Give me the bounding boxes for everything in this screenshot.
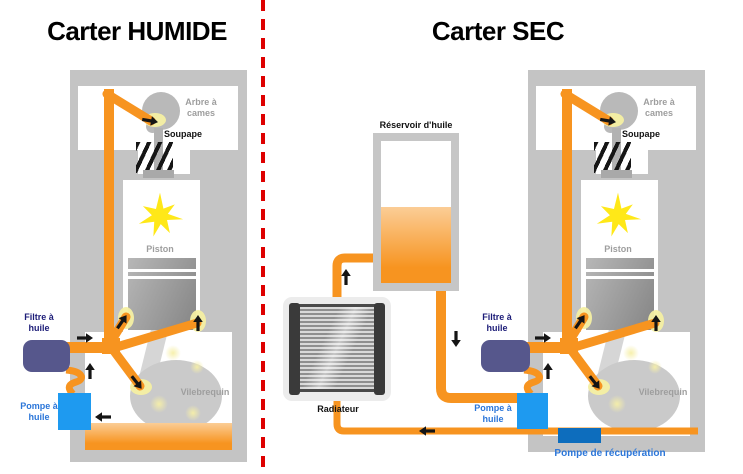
- radiator-sheen: [299, 307, 375, 389]
- oil-pump-label-left: Pompe à huile: [20, 401, 58, 422]
- oil-reservoir-oil-level: [381, 207, 451, 283]
- combustion-star: [138, 192, 184, 237]
- oil-circuit-right: [523, 89, 664, 397]
- oil-pump-right: [517, 393, 548, 429]
- camshaft-label: Arbre à cames: [643, 97, 675, 118]
- piston-ring: [128, 276, 196, 279]
- oil-reservoir: [373, 133, 459, 291]
- piston-label: Piston: [146, 244, 174, 254]
- oil-splash-dot: [190, 360, 204, 374]
- flow-arrow-icon: [451, 331, 461, 347]
- oil-splash-dot: [165, 345, 181, 361]
- oil-splash-dot: [608, 395, 626, 413]
- flow-arrow-icon: [95, 412, 111, 422]
- crankshaft: [130, 360, 222, 432]
- oil-pump-left: [58, 393, 91, 430]
- piston-ring: [586, 276, 654, 279]
- divider-dashed-line: [261, 0, 265, 474]
- oil-pump-label-right: Pompe à huile: [474, 403, 512, 424]
- left-panel-title: Carter HUMIDE: [47, 16, 227, 46]
- combustion-star: [596, 192, 642, 237]
- camshaft-label: Arbre à cames: [185, 97, 217, 118]
- scavenge-pump: [558, 428, 601, 443]
- radiator-side-tank: [374, 303, 385, 395]
- engine-right: Arbre à cames Soupape Piston Vilebrequin: [528, 70, 705, 452]
- oil-reservoir-interior: [381, 141, 451, 283]
- flow-arrow-icon: [341, 269, 351, 285]
- radiator: [283, 297, 391, 401]
- right-panel-title: Carter SEC: [431, 16, 565, 46]
- crankshaft-label: Vilebrequin: [638, 387, 688, 397]
- radiator-label: Radiateur: [317, 404, 359, 414]
- piston: [128, 258, 196, 330]
- valve-spring: [136, 142, 173, 173]
- piston-label: Piston: [604, 244, 632, 254]
- sump-oil-pool: [85, 423, 232, 450]
- oil-reservoir-label: Réservoir d'huile: [379, 120, 453, 130]
- oil-splash-dot: [150, 395, 168, 413]
- crankshaft-label: Vilebrequin: [180, 387, 230, 397]
- piston: [586, 258, 654, 330]
- valve-label: Soupape: [164, 129, 203, 139]
- piston-ring: [128, 269, 196, 272]
- radiator-core: [299, 304, 375, 392]
- valve-seat: [143, 170, 174, 178]
- valve-label: Soupape: [622, 129, 661, 139]
- radiator-side-tank: [289, 303, 300, 395]
- oil-filter-label-right: Filtre à huile: [482, 312, 512, 333]
- oil-circuit-left: [65, 89, 206, 422]
- dry-sump-external-circuit: [332, 253, 698, 436]
- oil-splash-dot: [623, 345, 639, 361]
- oil-filter-label-left: Filtre à huile: [24, 312, 54, 333]
- oil-splash-dot: [185, 405, 201, 421]
- oil-filter-left: [23, 340, 70, 372]
- valve-spring: [594, 142, 631, 173]
- flow-arrow-icon: [535, 333, 551, 343]
- oil-filter-right: [481, 340, 530, 372]
- crankshaft: [588, 360, 680, 432]
- oil-splash-dot: [648, 360, 662, 374]
- scavenge-pump-label: Pompe de récupération: [554, 448, 666, 459]
- piston-ring: [586, 269, 654, 272]
- flow-arrow-icon: [77, 333, 93, 343]
- valve-seat: [601, 170, 632, 178]
- flow-arrow-icon: [543, 363, 553, 379]
- flow-arrow-icon: [85, 363, 95, 379]
